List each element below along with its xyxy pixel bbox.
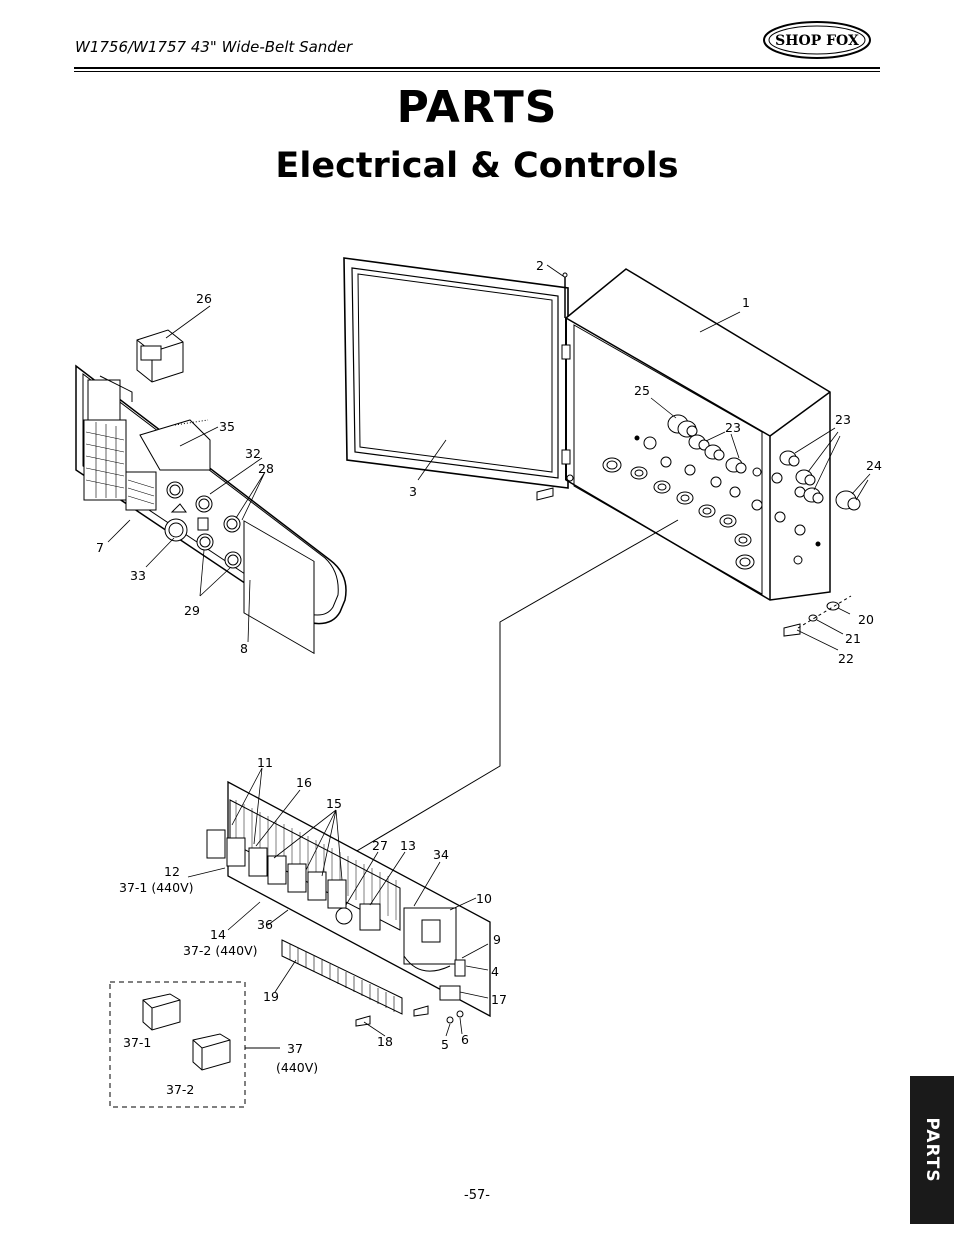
page-heading: PARTS bbox=[396, 82, 558, 133]
callout-37-2-440: 37-2 (440V) bbox=[183, 943, 258, 958]
callout-37-1: 37-1 bbox=[123, 1035, 151, 1050]
callout-9: 9 bbox=[493, 932, 501, 947]
callout-29: 29 bbox=[184, 603, 200, 618]
svg-text:SHOP FOX: SHOP FOX bbox=[775, 33, 859, 49]
page-number: -57- bbox=[464, 1188, 490, 1203]
option-box-440v bbox=[109, 981, 280, 1108]
callout-11: 11 bbox=[257, 755, 273, 770]
leader-lines bbox=[107, 264, 871, 1037]
callout-1: 1 bbox=[742, 295, 750, 310]
callout-22: 22 bbox=[838, 651, 854, 666]
callout-10: 10 bbox=[476, 891, 492, 906]
callout-37: 37 bbox=[287, 1041, 303, 1056]
shop-fox-logo: SHOP FOX bbox=[763, 21, 871, 59]
callout-7: 7 bbox=[96, 540, 104, 555]
callout-35: 35 bbox=[219, 419, 235, 434]
callout-6: 6 bbox=[461, 1032, 469, 1047]
callout-24: 24 bbox=[866, 458, 882, 473]
header-rule-thin bbox=[74, 71, 880, 72]
callout-33: 33 bbox=[130, 568, 146, 583]
callout-27: 27 bbox=[372, 838, 388, 853]
callout-34: 34 bbox=[433, 847, 449, 862]
callout-23b: 23 bbox=[835, 412, 851, 427]
callout-19: 19 bbox=[263, 989, 279, 1004]
callout-8: 8 bbox=[240, 641, 248, 656]
callout-12: 12 bbox=[164, 864, 180, 879]
control-board bbox=[206, 780, 491, 1027]
callout-21: 21 bbox=[845, 631, 861, 646]
callout-37-1-440: 37-1 (440V) bbox=[119, 880, 194, 895]
page-subheading: Electrical & Controls bbox=[275, 146, 679, 186]
callout-28: 28 bbox=[258, 461, 274, 476]
cable-glands bbox=[667, 414, 861, 511]
callout-37-note: (440V) bbox=[276, 1060, 318, 1075]
callout-16: 16 bbox=[296, 775, 312, 790]
callout-14: 14 bbox=[210, 927, 226, 942]
callout-18: 18 bbox=[377, 1034, 393, 1049]
callout-5: 5 bbox=[441, 1037, 449, 1052]
callout-37-2: 37-2 bbox=[166, 1082, 194, 1097]
callout-32: 32 bbox=[245, 446, 261, 461]
control-panel bbox=[75, 364, 347, 655]
door-panel bbox=[343, 257, 569, 489]
callout-36: 36 bbox=[257, 917, 273, 932]
timer-module bbox=[136, 329, 184, 383]
callout-13: 13 bbox=[400, 838, 416, 853]
callout-labels: 2 1 3 25 23 23 24 20 21 22 26 35 32 28 7… bbox=[96, 258, 882, 1097]
callout-2: 2 bbox=[536, 258, 544, 273]
callout-25: 25 bbox=[634, 383, 650, 398]
callout-3: 3 bbox=[409, 484, 417, 499]
document-header-title: W1756/W1757 43" Wide-Belt Sander bbox=[75, 38, 353, 56]
callout-4: 4 bbox=[491, 964, 499, 979]
callout-20: 20 bbox=[858, 612, 874, 627]
parts-section-tab: PARTS bbox=[910, 1076, 954, 1224]
electrical-box bbox=[561, 268, 831, 601]
parts-section-tab-label: PARTS bbox=[922, 1117, 942, 1183]
callout-23a: 23 bbox=[725, 420, 741, 435]
header-rule bbox=[74, 67, 880, 69]
callout-15: 15 bbox=[326, 796, 342, 811]
callout-17: 17 bbox=[491, 992, 507, 1007]
callout-26: 26 bbox=[196, 291, 212, 306]
